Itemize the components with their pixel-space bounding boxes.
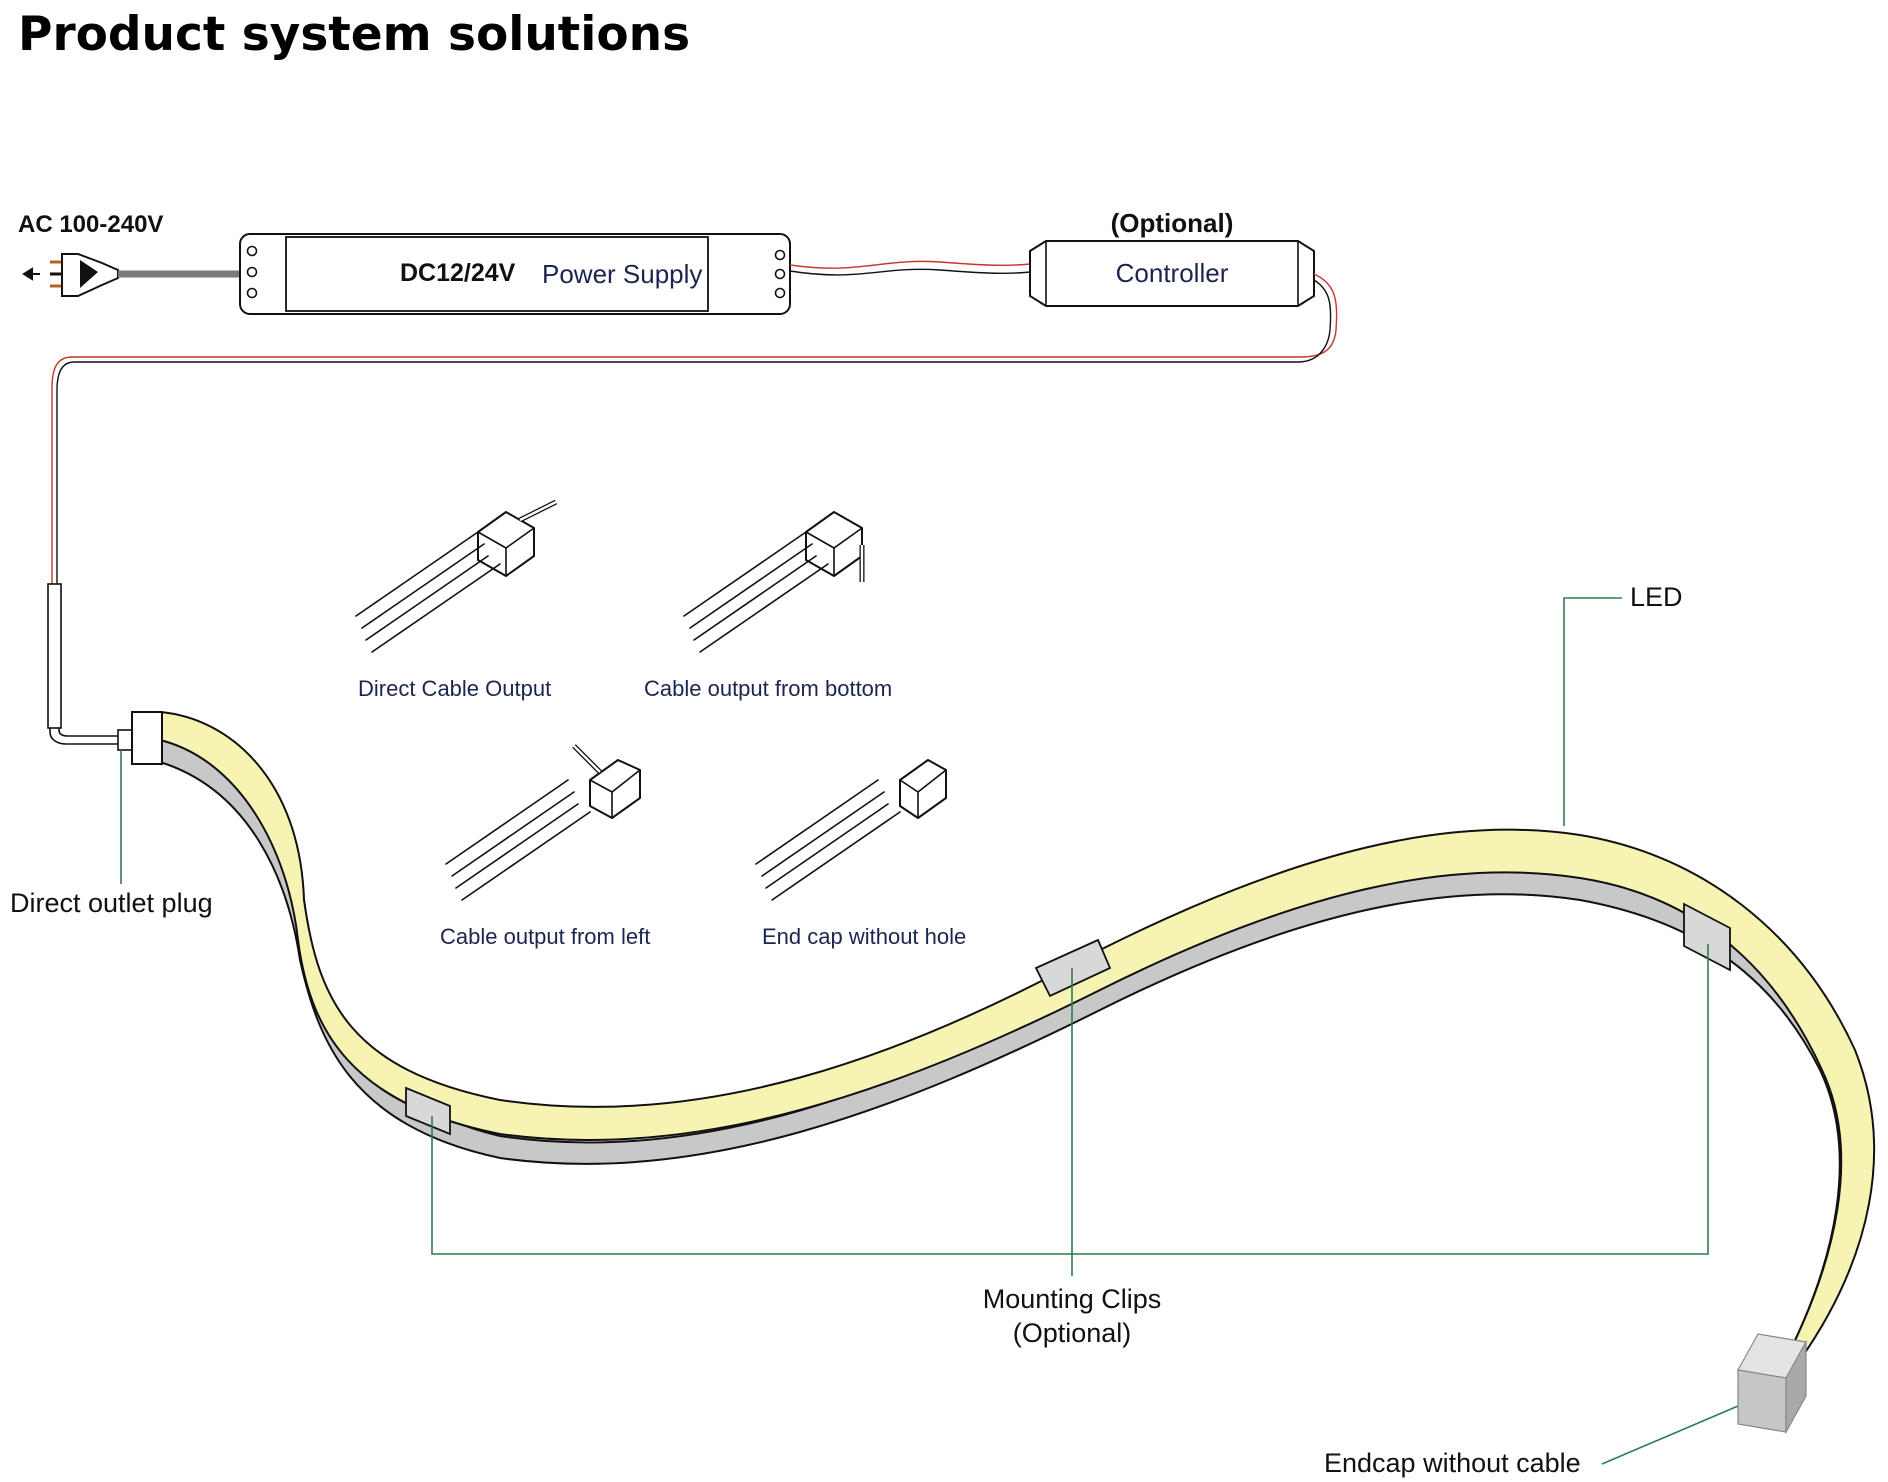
ac-plug-icon [22,253,119,297]
leader-mounting-clips [431,944,1709,1276]
controller-label: Controller [1116,258,1229,288]
wire-controller-strip-red [51,273,1338,584]
direct-cable-output-icon [355,499,558,653]
leader-led [1563,597,1622,826]
cable-output-bottom-icon [683,511,865,653]
power-supply-label: Power Supply [542,259,702,289]
wire-psu-controller-black [789,268,1031,276]
option-cable-output-left: Cable output from left [440,924,650,949]
callout-mounting-clips: Mounting Clips [983,1284,1162,1314]
wire-controller-strip-black [56,279,1332,584]
mounting-clip-3 [1683,902,1731,972]
page-title: Product system solutions [18,7,690,62]
power-supply [239,233,791,315]
ac-input-label: AC 100-240V [18,211,163,238]
endcap-icon [1737,1333,1807,1435]
option-cable-output-bottom: Cable output from bottom [644,676,892,701]
callout-direct-outlet-plug: Direct outlet plug [10,888,213,918]
mounting-clip-1 [405,1086,451,1136]
controller [1029,240,1315,307]
option-direct-cable-output: Direct Cable Output [358,676,551,701]
end-cap-without-hole-icon [755,759,947,901]
direct-outlet-plug-icon [117,711,163,765]
option-end-cap-without-hole: End cap without hole [762,924,966,949]
cable-output-left-icon [445,744,641,901]
power-supply-voltage: DC12/24V [400,259,516,287]
callout-endcap: Endcap without cable [1324,1448,1581,1478]
controller-optional-label: (Optional) [1111,208,1234,238]
mounting-clip-2 [1034,938,1112,998]
cable-sleeve [47,583,119,745]
callout-led: LED [1630,582,1683,612]
leader-endcap [1601,1405,1739,1465]
callout-mounting-clips-optional: (Optional) [1013,1318,1132,1348]
led-strip [159,710,1876,1379]
wire-psu-controller-red [789,260,1031,269]
